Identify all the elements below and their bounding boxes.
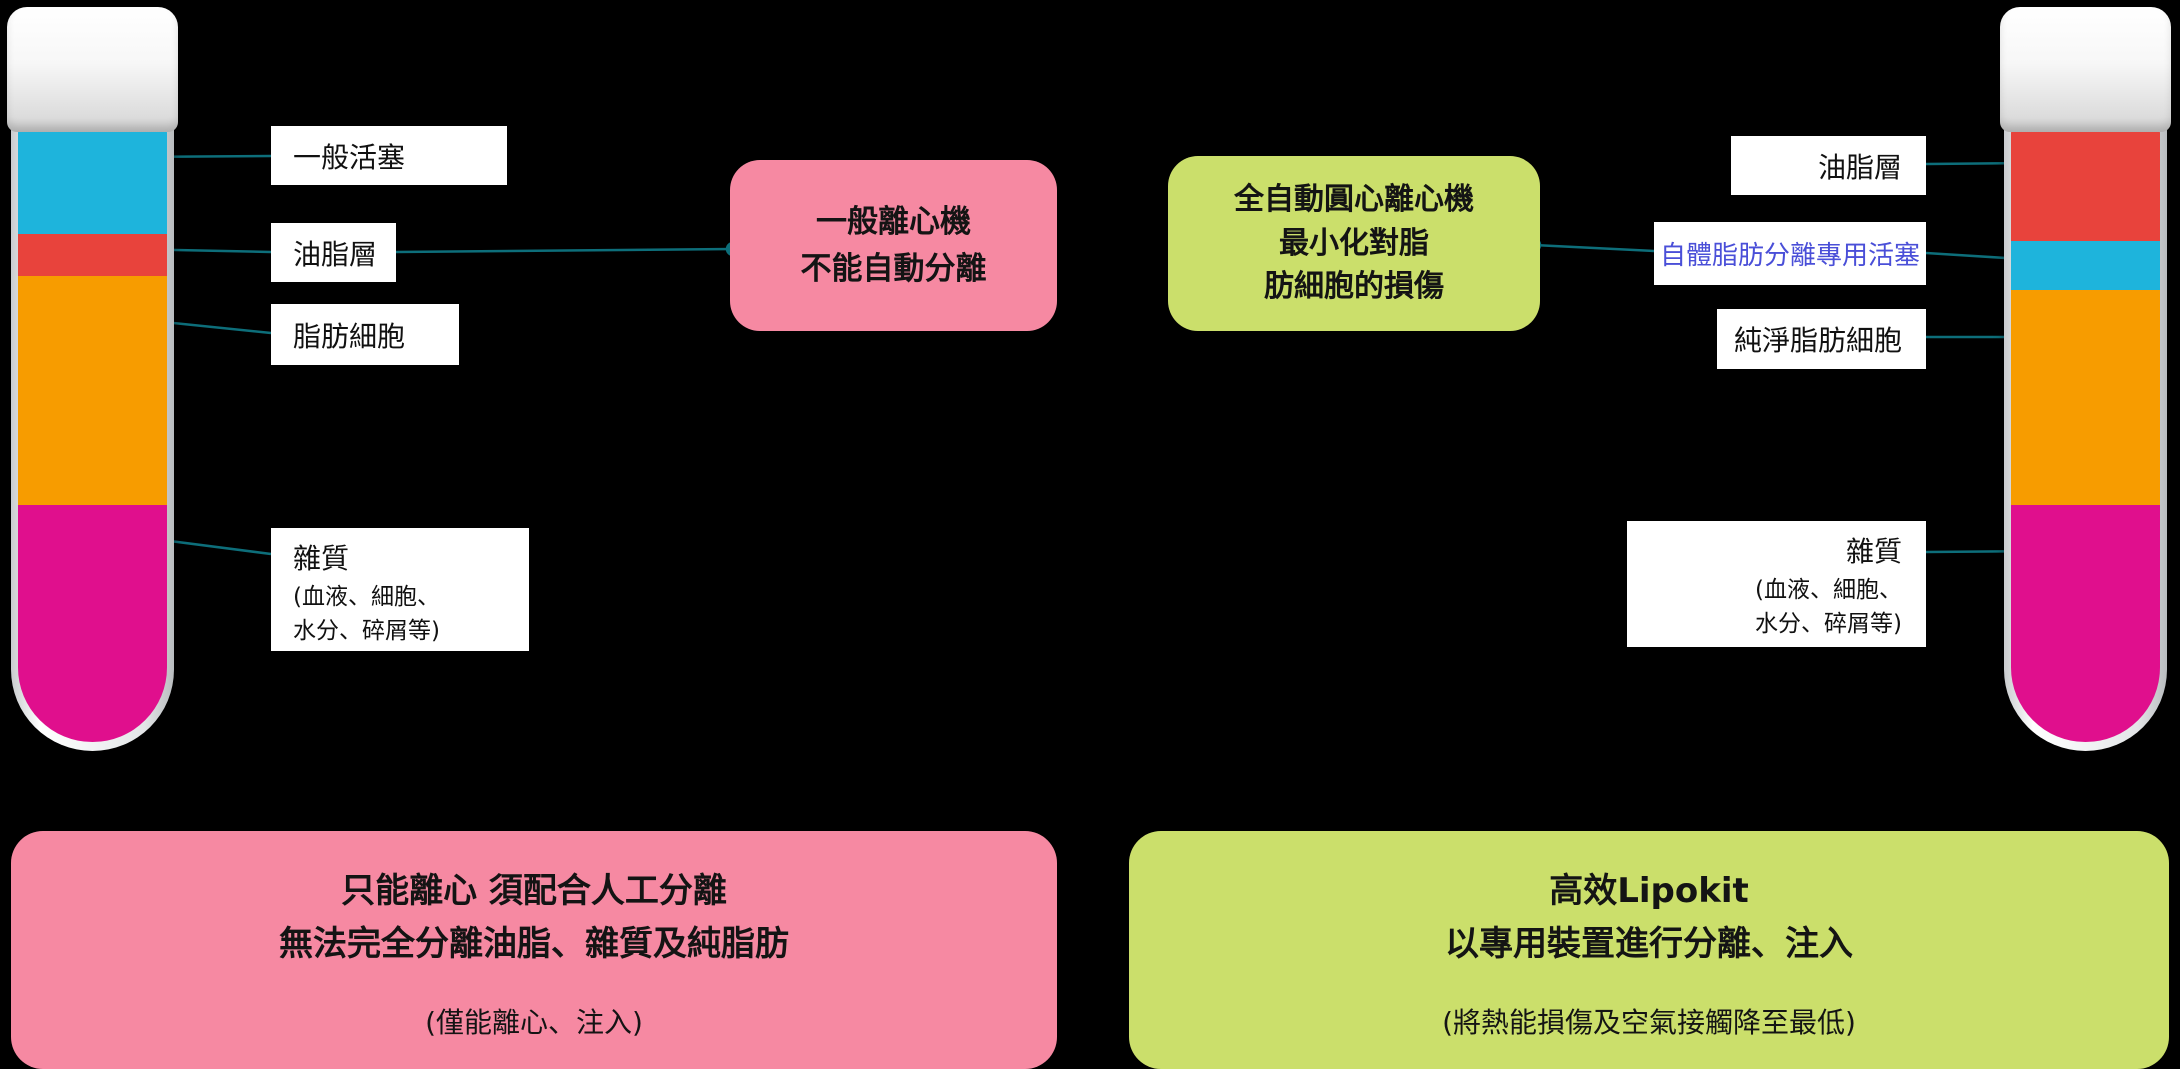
left-test-tube: [11, 36, 174, 751]
label-right-oil-layer-text: 油脂層: [1817, 150, 1902, 184]
right-tube-cap: [2000, 7, 2171, 132]
label-left-fat-cells-text: 脂肪細胞: [293, 319, 406, 353]
panel-lipokit-line1: 高效Lipokit: [1549, 871, 1749, 912]
label-right-dedicated-piston-text: 自體脂肪分離專用活塞: [1659, 241, 1920, 271]
label-right-pure-fat-cells-text: 純淨脂肪細胞: [1733, 324, 1902, 357]
label-right-impurities: 雜質 (血液、細胞、 水分、碎屑等): [1627, 521, 1926, 647]
label-right-impurities-title: 雜質: [1845, 535, 1902, 568]
label-left-impurities-title: 雜質: [293, 542, 350, 575]
panel-manual-line2: 無法完全分離油脂、雜質及純脂肪: [279, 924, 789, 964]
panel-lipokit: 高效Lipokit 以專用裝置進行分離、注入 (將熱能損傷及空氣接觸降至最低): [1129, 831, 2169, 1069]
left-layer-fat: [18, 276, 167, 505]
panel-lipokit-note: (將熱能損傷及空氣接觸降至最低): [1442, 1005, 1856, 1039]
label-left-fat-cells: 脂肪細胞: [271, 304, 459, 365]
left-tube-liquid: [18, 130, 167, 742]
label-left-impurities: 雜質 (血液、細胞、 水分、碎屑等): [271, 528, 529, 651]
label-right-oil-layer: 油脂層: [1731, 136, 1926, 195]
left-layer-impurities: [18, 505, 167, 742]
label-left-oil-layer-text: 油脂層: [293, 237, 378, 271]
panel-lipokit-line2: 以專用裝置進行分離、注入: [1445, 924, 1853, 964]
right-tube-liquid: [2011, 130, 2160, 742]
left-layer-oil: [18, 234, 167, 276]
right-layer-piston: [2011, 241, 2160, 290]
left-layer-piston: [18, 130, 167, 234]
panel-manual-line1: 只能離心 須配合人工分離: [341, 871, 727, 912]
right-test-tube: [2004, 36, 2167, 751]
label-left-impurities-detail: (血液、細胞、 水分、碎屑等): [293, 584, 440, 644]
label-left-oil-layer: 油脂層: [271, 223, 396, 282]
right-layer-oil: [2011, 130, 2160, 241]
label-left-piston-text: 一般活塞: [293, 140, 406, 174]
label-left-piston: 一般活塞: [271, 126, 507, 185]
note-automatic-centrifuge: 全自動圓心離心機 最小化對脂 肪細胞的損傷: [1168, 156, 1540, 331]
panel-manual-note: (僅能離心、注入): [425, 1005, 643, 1039]
panel-manual-separation: 只能離心 須配合人工分離 無法完全分離油脂、雜質及純脂肪 (僅能離心、注入): [11, 831, 1057, 1069]
left-tube-cap: [7, 7, 178, 132]
note-regular-centrifuge: 一般離心機 不能自動分離: [730, 160, 1057, 331]
right-layer-impurities: [2011, 505, 2160, 742]
label-right-dedicated-piston: 自體脂肪分離專用活塞: [1654, 222, 1926, 285]
right-layer-pure-fat: [2011, 290, 2160, 505]
label-right-impurities-detail: (血液、細胞、 水分、碎屑等): [1755, 577, 1902, 637]
label-right-pure-fat-cells: 純淨脂肪細胞: [1717, 309, 1926, 369]
